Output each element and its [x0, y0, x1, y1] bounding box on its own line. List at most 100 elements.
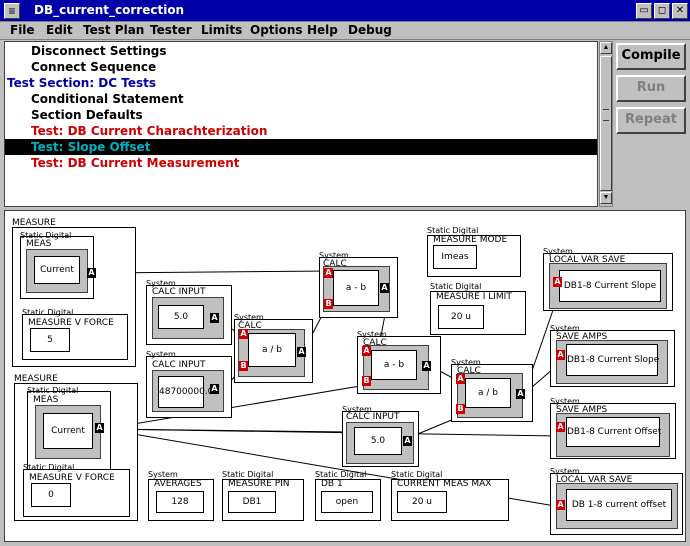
- block-type-label: System: [550, 467, 580, 476]
- input-port[interactable]: A: [556, 350, 565, 360]
- block-type-label: System: [543, 247, 573, 256]
- block-value[interactable]: Current: [34, 256, 80, 284]
- block-name-label: CALC INPUT: [152, 287, 206, 297]
- test-list-row[interactable]: Test: DB Current Measurement: [31, 156, 240, 170]
- block-name-label: CALC: [238, 321, 262, 331]
- output-port[interactable]: A: [403, 436, 412, 446]
- block-value[interactable]: a / b: [248, 333, 296, 367]
- test-list-row[interactable]: Conditional Statement: [31, 92, 184, 106]
- output-port[interactable]: A: [95, 423, 104, 433]
- input-port[interactable]: A: [456, 374, 465, 384]
- window-menu-icon[interactable]: ≡: [4, 3, 20, 19]
- block-type-label: System: [146, 279, 176, 288]
- wire: [103, 383, 373, 430]
- block-type-label: Static Digital: [315, 470, 367, 479]
- block-value[interactable]: DB1-8 Current Slope: [566, 344, 659, 376]
- block-type-label: Static Digital: [222, 470, 274, 479]
- menu-test-plan[interactable]: Test Plan: [83, 23, 145, 37]
- input-port[interactable]: A: [239, 329, 248, 339]
- menu-file[interactable]: File: [10, 23, 35, 37]
- output-port[interactable]: A: [87, 268, 96, 278]
- block-name-label: CALC INPUT: [152, 360, 206, 370]
- test-list-row[interactable]: Test: DB Current Charachterization: [31, 124, 268, 138]
- menu-edit[interactable]: Edit: [46, 23, 73, 37]
- compile-button[interactable]: Compile: [616, 43, 686, 70]
- block-value[interactable]: DB 1-8 current offset: [566, 489, 672, 521]
- close-icon[interactable]: ✕: [672, 3, 688, 19]
- block-value[interactable]: a - b: [333, 270, 379, 306]
- input-port[interactable]: A: [556, 500, 565, 510]
- block-type-label: System: [146, 350, 176, 359]
- output-port[interactable]: A: [422, 361, 431, 371]
- block-value[interactable]: 0: [31, 483, 71, 507]
- block-name-label: CALC: [323, 259, 347, 269]
- block-value[interactable]: 5.0: [158, 305, 204, 329]
- block-type-label: System: [357, 330, 387, 339]
- repeat-button[interactable]: Repeat: [616, 107, 686, 134]
- scroll-up-icon[interactable]: ▲: [600, 42, 612, 54]
- block-value[interactable]: DB1: [228, 491, 276, 513]
- menu-debug[interactable]: Debug: [348, 23, 392, 37]
- block-type-label: Static Digital: [391, 470, 443, 479]
- test-list-row[interactable]: Section Defaults: [31, 108, 143, 122]
- block-name-label: CALC: [457, 366, 481, 376]
- scroll-down-icon[interactable]: ▼: [600, 192, 612, 204]
- test-list-row[interactable]: Test: Slope Offset: [5, 139, 597, 155]
- block-name-label: SAVE AMPS: [556, 332, 608, 342]
- block-value[interactable]: open: [321, 491, 373, 513]
- input-port[interactable]: A: [553, 277, 562, 287]
- block-value[interactable]: DB1-8 Current Slope: [559, 270, 661, 302]
- title-bar: ≡ DB_current_correction ▭ ◻ ✕: [0, 0, 690, 22]
- input-port[interactable]: B: [239, 361, 248, 371]
- block-type-label: System: [550, 324, 580, 333]
- block-value[interactable]: a - b: [371, 350, 417, 380]
- test-list-scrollbar[interactable]: ▲ ▼: [599, 41, 613, 207]
- scroll-thumb[interactable]: [600, 56, 612, 191]
- output-port[interactable]: A: [297, 347, 306, 357]
- block-name-label: MEASURE MODE: [433, 235, 508, 245]
- output-port[interactable]: A: [516, 389, 525, 399]
- input-port[interactable]: B: [324, 299, 333, 309]
- restore-icon[interactable]: ◻: [654, 3, 670, 19]
- output-port[interactable]: A: [210, 313, 219, 323]
- test-list-row[interactable]: Disconnect Settings: [31, 44, 167, 58]
- minimize-icon[interactable]: ▭: [636, 3, 652, 19]
- window-title: DB_current_correction: [34, 3, 185, 17]
- scroll-grip-icon: [603, 109, 609, 121]
- menu-limits[interactable]: Limits: [201, 23, 243, 37]
- block-value[interactable]: Imeas: [433, 245, 477, 269]
- input-port[interactable]: A: [362, 346, 371, 356]
- block-value[interactable]: 48700000.0: [158, 376, 213, 408]
- block-value[interactable]: 5: [30, 328, 70, 352]
- menu-options[interactable]: Options: [250, 23, 303, 37]
- output-port[interactable]: A: [380, 283, 389, 293]
- output-port[interactable]: A: [210, 384, 219, 394]
- block-value[interactable]: 5.0: [354, 427, 402, 455]
- input-port[interactable]: A: [324, 268, 333, 278]
- block-value[interactable]: a / b: [465, 378, 511, 408]
- test-list-row[interactable]: Test Section: DC Tests: [7, 76, 156, 90]
- menu-bar: File Edit Test Plan Tester Limits Option…: [0, 22, 690, 40]
- block-name-label: LOCAL VAR SAVE: [549, 255, 626, 265]
- measure-group-label: MEASURE: [12, 218, 56, 228]
- test-list-row[interactable]: Connect Sequence: [31, 60, 157, 74]
- block-value[interactable]: 20 u: [397, 491, 447, 513]
- wire: [103, 428, 562, 437]
- menu-help[interactable]: Help: [307, 23, 338, 37]
- block-type-label: System: [148, 470, 178, 479]
- run-button[interactable]: Run: [616, 75, 686, 102]
- block-value[interactable]: 20 u: [438, 305, 484, 329]
- block-name-label: CALC: [363, 338, 387, 348]
- input-port[interactable]: B: [456, 404, 465, 414]
- menu-tester[interactable]: Tester: [150, 23, 192, 37]
- input-port[interactable]: A: [556, 422, 565, 432]
- block-type-label: System: [234, 313, 264, 322]
- block-type-label: System: [451, 358, 481, 367]
- block-type-label: System: [319, 251, 349, 260]
- block-value[interactable]: DB1-8 Current Offset: [566, 417, 661, 447]
- block-value[interactable]: Current: [43, 413, 93, 449]
- input-port[interactable]: B: [362, 376, 371, 386]
- block-value[interactable]: 128: [156, 491, 204, 513]
